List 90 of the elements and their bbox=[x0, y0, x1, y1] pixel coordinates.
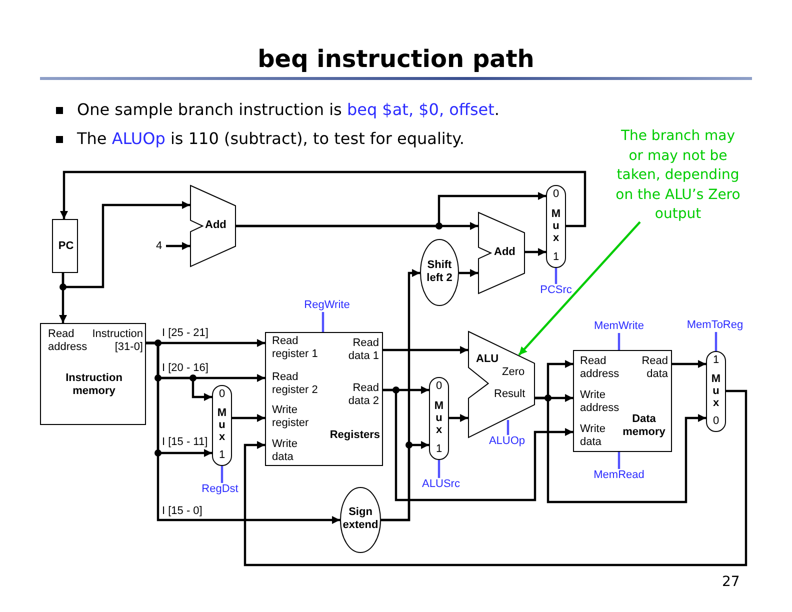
control-line bbox=[506, 420, 510, 435]
constant-label: 4 bbox=[152, 239, 166, 253]
bullet-text: The ALUOp is 110 (subtract), to test for equality. bbox=[77, 129, 464, 149]
control-line bbox=[220, 466, 224, 483]
control-signal-label: ALUOp bbox=[482, 435, 532, 448]
unit-label: Data memory bbox=[622, 413, 666, 439]
wire-arrow bbox=[232, 414, 265, 422]
multiplexer-shape bbox=[212, 385, 232, 466]
control-signal-label: RegWrite bbox=[297, 299, 357, 312]
unit-label: Add bbox=[494, 246, 516, 259]
control-signal-label: RegDst bbox=[195, 483, 245, 496]
wire-arrow bbox=[166, 242, 190, 250]
alu-shape bbox=[468, 331, 535, 438]
mux-input-label: 0 bbox=[218, 388, 226, 401]
wire-arrow bbox=[672, 360, 706, 368]
wire-arrow bbox=[146, 342, 340, 524]
mux-input-label: 1 bbox=[434, 443, 444, 456]
wire-arrow bbox=[236, 222, 478, 230]
mux-input-label: 1 bbox=[218, 449, 226, 462]
control-signal-label: MemRead bbox=[589, 469, 649, 482]
port-label: Read data bbox=[640, 355, 668, 381]
port-label: Read address bbox=[48, 328, 88, 354]
port-label: Result bbox=[494, 388, 526, 401]
control-signal-label: PCSrc bbox=[531, 284, 581, 297]
adder-shape bbox=[190, 185, 236, 267]
wire-arrow bbox=[449, 414, 468, 422]
bullet-text: One sample branch instruction is beq $at, $0, offset. bbox=[77, 100, 500, 120]
port-label: Write address bbox=[580, 389, 620, 415]
memory-box bbox=[40, 323, 146, 425]
port-label: Read register 1 bbox=[272, 335, 319, 361]
control-line bbox=[618, 333, 620, 350]
wire-arrow bbox=[459, 269, 478, 277]
unit-label: Sign extend bbox=[342, 506, 380, 532]
control-line bbox=[438, 460, 440, 478]
wire-arrow bbox=[525, 248, 546, 256]
bit-field-label: I [15 - 11] bbox=[162, 436, 208, 448]
port-label: Read data 2 bbox=[347, 382, 379, 408]
port-label: Read register 2 bbox=[272, 371, 319, 397]
multiplexer-shape bbox=[546, 185, 566, 268]
mux-input-label: 0 bbox=[434, 380, 444, 393]
mux-input-label: 1 bbox=[552, 251, 560, 264]
control-line bbox=[554, 268, 558, 284]
register-box bbox=[52, 219, 78, 273]
unit-label: ALU bbox=[476, 353, 500, 366]
control-line bbox=[322, 312, 324, 332]
port-label: Write data bbox=[272, 438, 298, 464]
port-label: Read address bbox=[580, 355, 620, 381]
unit-label: Shift left 2 bbox=[426, 259, 454, 285]
unit-label: Registers bbox=[328, 429, 380, 442]
register-file-box bbox=[265, 332, 383, 466]
bit-field-label: I [15 - 0] bbox=[162, 505, 202, 517]
wire-arrow bbox=[244, 390, 748, 566]
callout-note: The branch may or may not be taken, depending on the ALU’s Zero output bbox=[612, 127, 744, 224]
memory-box bbox=[573, 350, 672, 452]
wire-arrow bbox=[535, 396, 706, 504]
multiplexer-shape bbox=[429, 377, 449, 460]
wire-arrow bbox=[381, 441, 429, 522]
control-signal-label: MemToReg bbox=[683, 319, 747, 332]
shifter-ellipse bbox=[420, 239, 459, 306]
wire-arrow bbox=[383, 388, 573, 502]
callout-arrow bbox=[518, 221, 641, 356]
page-number: 27 bbox=[722, 574, 740, 590]
unit-label: Add bbox=[205, 219, 228, 232]
port-label: Write register bbox=[272, 404, 310, 430]
wire-arrow bbox=[60, 170, 586, 228]
mux-label: Mux bbox=[434, 400, 444, 436]
mux-label: Mux bbox=[711, 373, 721, 409]
wire-arrow bbox=[383, 346, 468, 354]
port-label: Instruction [31-0] bbox=[91, 328, 143, 354]
mux-label: Mux bbox=[551, 208, 561, 244]
mux-input-label: 1 bbox=[712, 354, 720, 367]
sign-extend-ellipse bbox=[340, 487, 381, 553]
bit-field-label: I [20 - 16] bbox=[162, 362, 208, 374]
control-line bbox=[714, 332, 718, 351]
bit-field-label: I [25 - 21] bbox=[162, 327, 208, 339]
port-label: Read data 1 bbox=[347, 337, 379, 363]
port-label: Write data bbox=[580, 423, 606, 449]
unit-label: PC bbox=[57, 240, 75, 253]
control-line bbox=[618, 452, 620, 469]
port-label: Zero bbox=[502, 366, 526, 379]
adder-shape bbox=[478, 212, 525, 294]
mux-input-label: 0 bbox=[712, 415, 720, 428]
wire-arrow bbox=[59, 273, 67, 323]
mux-input-label: 0 bbox=[552, 188, 560, 201]
unit-label: Instruction memory bbox=[64, 372, 124, 398]
multiplexer-shape bbox=[706, 351, 726, 432]
mux-label: Mux bbox=[217, 407, 227, 443]
slide-title: beq instruction path bbox=[256, 44, 536, 74]
control-signal-label: MemWrite bbox=[589, 320, 649, 333]
control-signal-label: ALUSrc bbox=[416, 478, 466, 491]
